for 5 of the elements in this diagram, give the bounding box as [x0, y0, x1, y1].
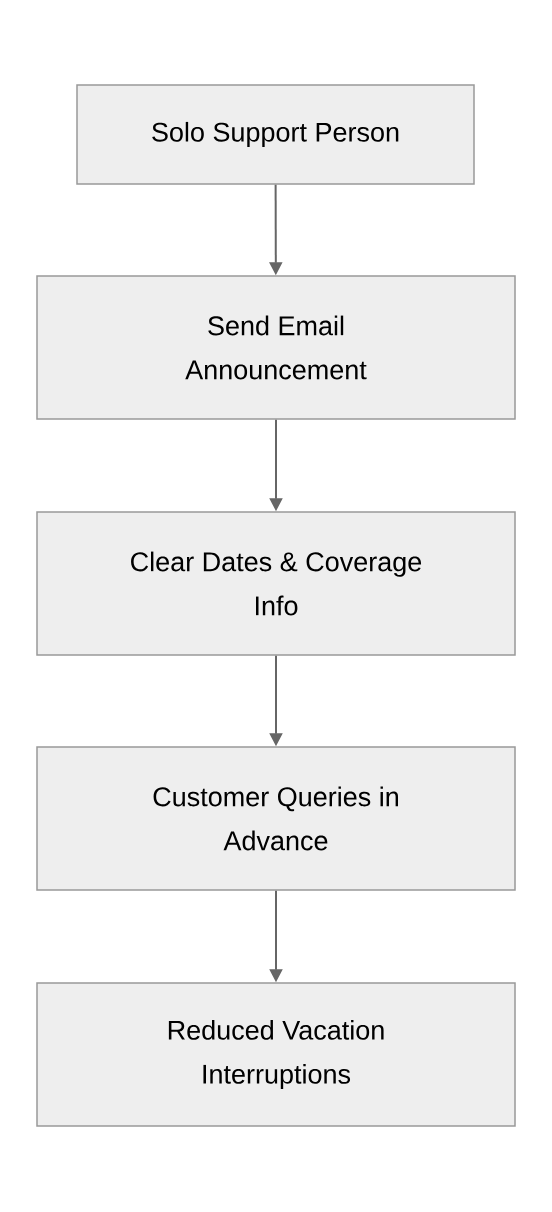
- process-box: Solo Support Person: [76, 84, 475, 185]
- process-box: Clear Dates & Coverage Info: [36, 511, 516, 656]
- process-box: Send Email Announcement: [36, 275, 516, 420]
- process-box: Reduced Vacation Interruptions: [36, 982, 516, 1127]
- process-box: Customer Queries in Advance: [36, 746, 516, 891]
